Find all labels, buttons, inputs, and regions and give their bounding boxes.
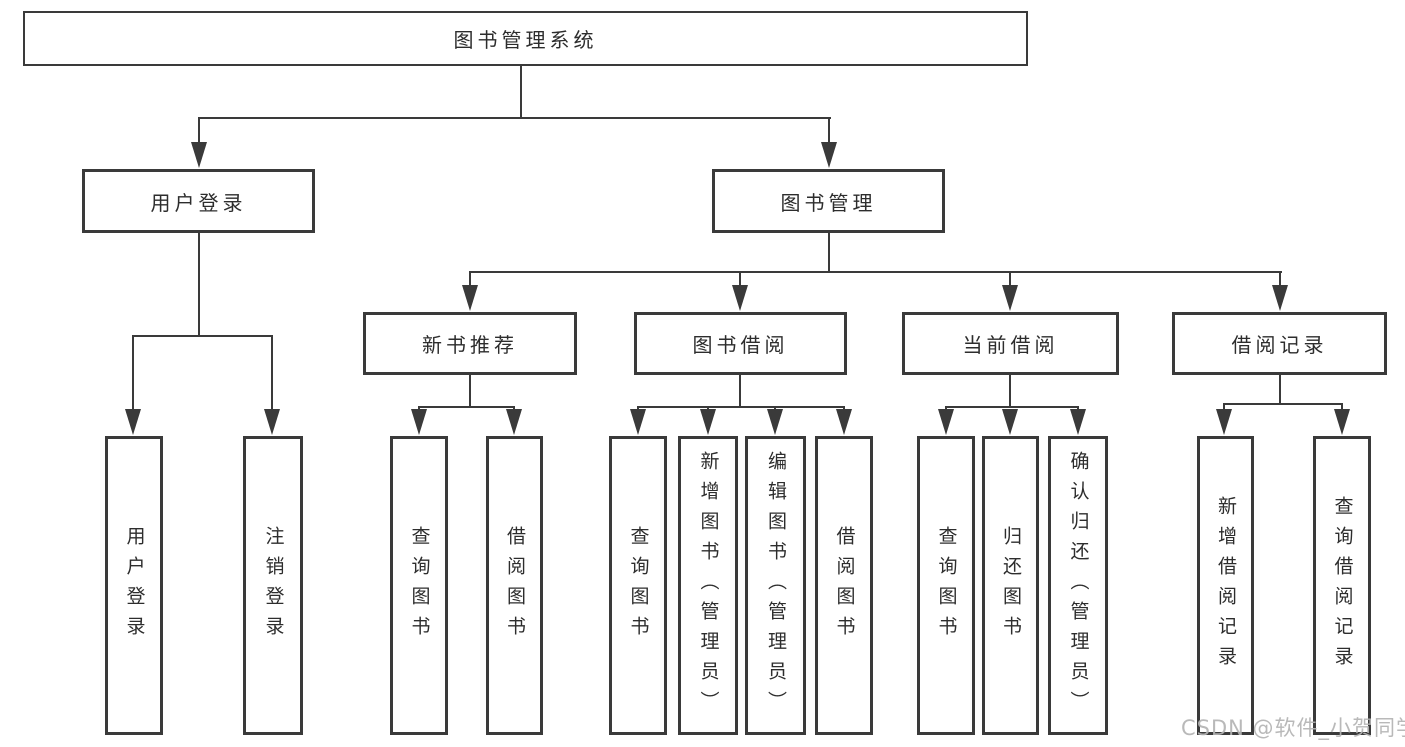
arrow-down-icon xyxy=(938,409,954,435)
node-query-books: 查询图书 xyxy=(390,436,448,735)
arrow-down-icon xyxy=(411,409,427,435)
node-book-management: 图书管理 xyxy=(712,169,945,233)
edge-line xyxy=(418,406,515,409)
node-label: 图书管理系统 xyxy=(453,28,598,52)
arrow-down-icon xyxy=(836,409,852,435)
node-borrow-records: 借阅记录 xyxy=(1172,312,1387,375)
edge-line xyxy=(1341,403,1344,412)
node-label: 图书借阅 xyxy=(692,333,789,357)
node-query-books: 查询图书 xyxy=(917,436,975,735)
node-label: 查询图书 xyxy=(627,525,650,646)
arrow-down-icon xyxy=(1002,409,1018,435)
edge-line xyxy=(739,271,742,287)
node-book-borrow: 图书借阅 xyxy=(634,312,847,375)
node-label: 查询图书 xyxy=(935,525,958,646)
edge-line xyxy=(1279,271,1282,287)
node-logout: 注销登录 xyxy=(243,436,303,735)
node-user-login: 用户登录 xyxy=(105,436,163,735)
edge-line xyxy=(828,117,831,143)
arrow-down-icon xyxy=(506,409,522,435)
edge-line xyxy=(271,335,274,410)
node-edit-books-admin: 编辑图书（管理员） xyxy=(745,436,806,735)
arrow-down-icon xyxy=(1216,409,1232,435)
arrow-down-icon xyxy=(700,409,716,435)
arrow-down-icon xyxy=(767,409,783,435)
node-add-borrow-record: 新增借阅记录 xyxy=(1197,436,1254,735)
node-query-books: 查询图书 xyxy=(609,436,667,735)
watermark: CSDN @软件_小贺同学 xyxy=(1181,716,1405,740)
edge-line xyxy=(198,231,201,337)
node-user-login-group: 用户登录 xyxy=(82,169,315,233)
edge-line xyxy=(1009,271,1012,287)
arrow-down-icon xyxy=(264,409,280,435)
node-root: 图书管理系统 xyxy=(23,11,1028,66)
arrow-down-icon xyxy=(125,409,141,435)
arrow-down-icon xyxy=(821,142,837,168)
edge-line xyxy=(1279,373,1282,405)
arrow-down-icon xyxy=(1070,409,1086,435)
edge-line xyxy=(739,373,742,408)
edge-line xyxy=(132,335,135,410)
edge-line xyxy=(828,231,831,273)
edge-line xyxy=(198,117,831,120)
arrow-down-icon xyxy=(1334,409,1350,435)
node-label: 新书推荐 xyxy=(422,333,518,357)
edge-line xyxy=(198,117,201,143)
edge-line xyxy=(945,406,1079,409)
node-label: 归还图书 xyxy=(1000,525,1022,646)
edge-line xyxy=(469,271,472,287)
arrow-down-icon xyxy=(1272,285,1288,311)
node-new-book-recommend: 新书推荐 xyxy=(363,312,577,375)
edge-line xyxy=(520,64,523,119)
edge-line xyxy=(469,373,472,408)
node-label: 当前借阅 xyxy=(962,333,1059,357)
arrow-down-icon xyxy=(630,409,646,435)
node-confirm-return-admin: 确认归还（管理员） xyxy=(1048,436,1108,735)
node-label: 借阅图书 xyxy=(504,525,526,646)
edge-line xyxy=(1223,403,1343,406)
arrow-down-icon xyxy=(732,285,748,311)
edge-line xyxy=(1009,373,1012,408)
node-label: 用户登录 xyxy=(150,190,247,215)
node-label: 注销登录 xyxy=(262,525,285,646)
node-label: 查询图书 xyxy=(408,525,431,646)
node-query-borrow-record: 查询借阅记录 xyxy=(1313,436,1371,735)
node-label: 新增借阅记录 xyxy=(1215,495,1237,676)
node-label: 用户登录 xyxy=(123,525,146,646)
node-add-books-admin: 新增图书（管理员） xyxy=(678,436,738,735)
node-label: 确认归还（管理员） xyxy=(1067,450,1090,721)
node-label: 借阅图书 xyxy=(833,525,856,646)
node-label: 借阅记录 xyxy=(1231,333,1328,357)
node-return-books: 归还图书 xyxy=(982,436,1039,735)
node-label: 新增图书（管理员） xyxy=(697,450,720,721)
edge-line xyxy=(637,406,845,409)
node-borrow-books: 借阅图书 xyxy=(815,436,873,735)
arrow-down-icon xyxy=(462,285,478,311)
edge-line xyxy=(1223,403,1226,412)
arrow-down-icon xyxy=(191,142,207,168)
arrow-down-icon xyxy=(1002,285,1018,311)
node-borrow-books: 借阅图书 xyxy=(486,436,543,735)
node-label: 图书管理 xyxy=(780,190,877,215)
node-current-borrow: 当前借阅 xyxy=(902,312,1119,375)
edge-line xyxy=(469,271,1282,274)
edge-line xyxy=(132,335,273,338)
node-label: 编辑图书（管理员） xyxy=(765,450,787,721)
node-label: 查询借阅记录 xyxy=(1331,495,1354,676)
